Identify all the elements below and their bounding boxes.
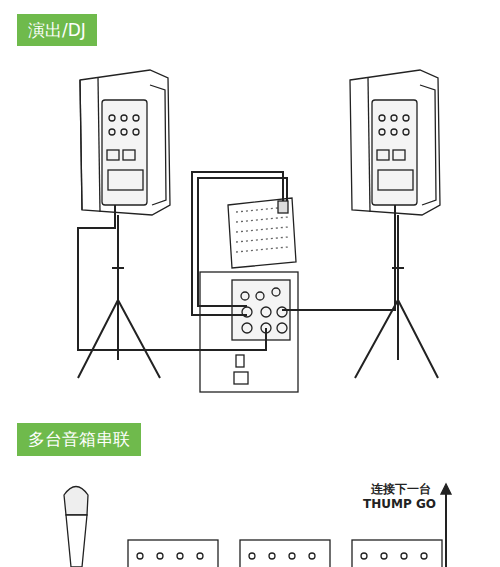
section-tab: 多台音箱串联: [17, 423, 141, 456]
section-title: 演出/DJ: [28, 19, 86, 42]
microphone: [64, 487, 88, 567]
section-tab: 演出/DJ: [17, 14, 97, 46]
note-label: THUMP GO: [362, 497, 437, 511]
cables: [78, 172, 395, 350]
up-arrow: [441, 484, 451, 567]
mixer: [228, 198, 296, 268]
note-label: 连接下一台: [370, 481, 432, 498]
section-title: 多台音箱串联: [28, 428, 130, 451]
subwoofer: [200, 272, 298, 392]
speaker-left: [80, 70, 170, 215]
speaker-right: [350, 70, 440, 215]
speaker-panels: [128, 540, 442, 567]
